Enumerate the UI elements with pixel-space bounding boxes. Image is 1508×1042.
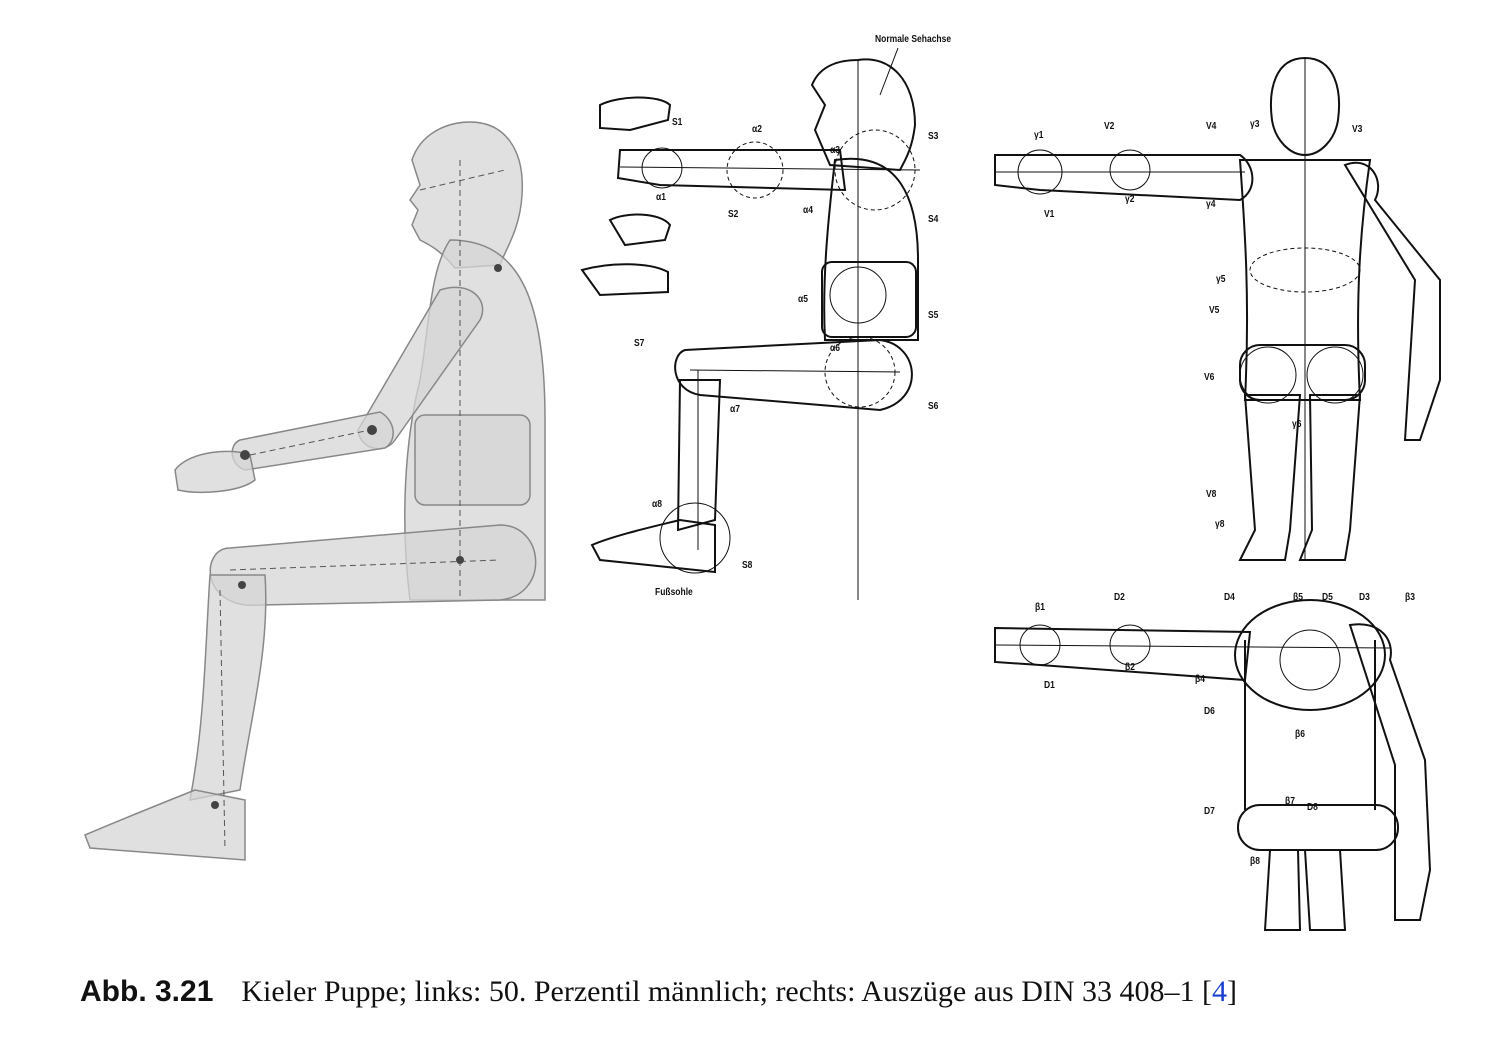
hand-variant-2 <box>608 213 672 247</box>
side-head <box>810 58 917 172</box>
label-d2: D2 <box>1114 592 1125 603</box>
label-d4: D4 <box>1224 592 1235 603</box>
hand-variant-1 <box>599 96 672 132</box>
front-right-leg <box>1298 394 1362 561</box>
label-alpha3: α3 <box>830 145 840 156</box>
side-shank <box>676 379 722 532</box>
front-left-arm <box>994 154 1254 202</box>
label-v3: V3 <box>1352 124 1363 135</box>
top-legs <box>1263 849 1347 931</box>
label-s4: S4 <box>928 214 939 225</box>
label-beta1: β1 <box>1035 602 1045 613</box>
label-beta2: β2 <box>1125 662 1135 673</box>
caption-text: Kieler Puppe; links: 50. Perzentil männl… <box>241 975 1213 1008</box>
label-beta6: β6 <box>1295 729 1305 740</box>
front-left-leg <box>1238 394 1302 561</box>
label-d1: D1 <box>1044 680 1055 691</box>
label-beta3: β3 <box>1405 592 1415 603</box>
label-gamma5: γ5 <box>1216 274 1226 285</box>
label-gamma8: γ8 <box>1215 519 1225 530</box>
label-alpha7: α7 <box>730 404 740 415</box>
label-v2: V2 <box>1104 121 1115 132</box>
label-s1: S1 <box>672 117 683 128</box>
label-v8: V8 <box>1206 489 1217 500</box>
mannequin-foot <box>84 789 246 861</box>
label-gamma4: γ4 <box>1206 199 1216 210</box>
label-v5: V5 <box>1209 305 1220 316</box>
label-d3: D3 <box>1359 592 1370 603</box>
label-beta5: β5 <box>1293 592 1303 603</box>
figure-number: Abb. 3.21 <box>80 975 214 1008</box>
top-right-arm <box>1348 623 1432 921</box>
side-thigh <box>674 338 913 412</box>
label-s3: S3 <box>928 131 939 142</box>
label-s7: S7 <box>634 338 645 349</box>
front-right-arm <box>1343 161 1441 441</box>
label-d8: D8 <box>1307 802 1318 813</box>
label-alpha6: α6 <box>830 343 840 354</box>
label-alpha4: α4 <box>803 205 813 216</box>
label-beta7: β7 <box>1285 796 1295 807</box>
label-gamma2: γ2 <box>1125 194 1135 205</box>
label-gamma3: γ3 <box>1250 119 1260 130</box>
label-gamma1: γ1 <box>1034 130 1044 141</box>
label-alpha5: α5 <box>798 294 808 305</box>
label-gamma6: γ6 <box>1292 419 1302 430</box>
top-shoulders <box>1234 599 1386 711</box>
top-lap <box>1237 804 1399 851</box>
label-alpha2: α2 <box>752 124 762 135</box>
label-s8: S8 <box>742 560 753 571</box>
caption-end: ] <box>1227 975 1238 1008</box>
front-pelvis <box>1239 344 1366 401</box>
label-d6: D6 <box>1204 706 1215 717</box>
label-beta4: β4 <box>1195 674 1205 685</box>
label-s2: S2 <box>728 209 739 220</box>
label-alpha1: α1 <box>656 192 666 203</box>
label-v1: V1 <box>1044 209 1055 220</box>
label-s6: S6 <box>928 401 939 412</box>
label-normale-sehachse: Normale Sehachse <box>875 34 952 45</box>
top-arm <box>994 626 1252 682</box>
label-d5: D5 <box>1322 592 1333 603</box>
mannequin-pelvis-plate <box>414 414 531 506</box>
label-beta8: β8 <box>1250 856 1260 867</box>
label-fusssohle: Fußsohle <box>655 587 693 598</box>
label-s5: S5 <box>928 310 939 321</box>
side-arm <box>616 149 847 192</box>
hand-variant-3 <box>580 263 669 297</box>
mannequin-shank <box>189 574 267 801</box>
side-torso <box>823 157 919 341</box>
label-d7: D7 <box>1204 806 1215 817</box>
citation-link[interactable]: 4 <box>1212 975 1228 1008</box>
side-pelvis-plate <box>821 261 917 338</box>
mannequin-forearm <box>231 411 394 471</box>
label-alpha8: α8 <box>652 499 662 510</box>
figure-caption: Abb. 3.21 Kieler Puppe; links: 50. Perzen… <box>80 975 1237 1009</box>
label-v4: V4 <box>1206 121 1217 132</box>
label-v6: V6 <box>1204 372 1215 383</box>
side-foot <box>590 518 716 574</box>
mannequin-hand <box>174 450 256 494</box>
